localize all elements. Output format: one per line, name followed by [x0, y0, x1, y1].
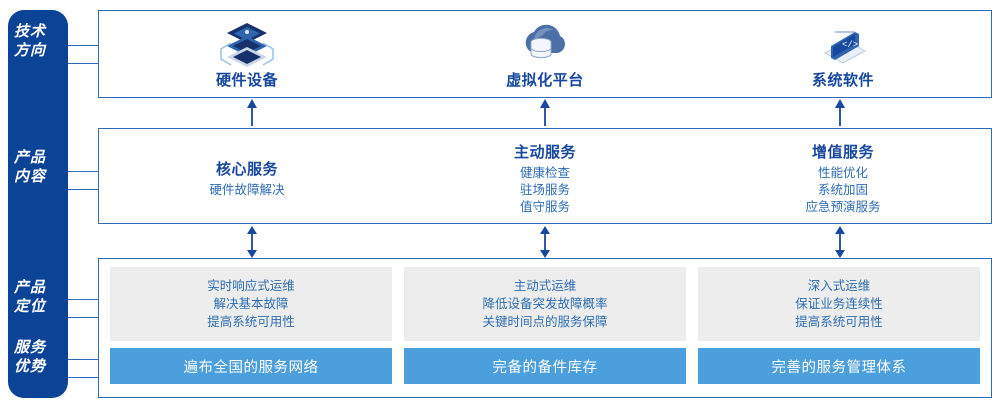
service-title: 核心服务: [215, 160, 278, 178]
positioning-line: 提高系统可用性: [795, 315, 883, 329]
tech-column-label: 虚拟化平台: [506, 72, 584, 89]
bottom-column-2: 主动式运维 降低设备突发故障概率 关键时间点的服务保障 完备的备件库存: [404, 267, 686, 389]
tech-column-system-software[interactable]: </> 系统软件: [694, 10, 992, 98]
double-arrow-icon: [247, 226, 257, 258]
up-arrow-icon: [835, 99, 845, 126]
tech-columns: 硬件设备 虚拟化平台 </> 系统软件: [98, 10, 992, 98]
positioning-card[interactable]: 主动式运维 降低设备突发故障概率 关键时间点的服务保障: [404, 267, 686, 341]
sidebar-item-label-line2: 定位: [13, 298, 46, 315]
server-stack-icon: [220, 23, 274, 67]
positioning-line: 关键时间点的服务保障: [482, 315, 608, 329]
positioning-line: 解决基本故障: [213, 297, 289, 311]
positioning-line: 主动式运维: [513, 279, 577, 293]
advantage-bar[interactable]: 完备的备件库存: [404, 348, 686, 384]
advantage-bar[interactable]: 完善的服务管理体系: [698, 348, 980, 384]
service-title: 主动服务: [513, 143, 576, 161]
positioning-line: 实时响应式运维: [207, 279, 295, 293]
service-column-proactive[interactable]: 主动服务 健康检查 驻场服务 值守服务: [396, 128, 694, 224]
cloud-database-icon: [525, 24, 565, 59]
sidebar-item-product-content[interactable]: 产品 内容: [0, 148, 60, 186]
positioning-line: 提高系统可用性: [207, 315, 295, 329]
service-item: 系统加固: [817, 182, 868, 197]
tech-column-label: 系统软件: [811, 72, 874, 89]
tech-column-virtualization[interactable]: 虚拟化平台: [396, 10, 694, 98]
sidebar-item-label-line1: 技术: [13, 23, 46, 40]
bottom-column-1: 实时响应式运维 解决基本故障 提高系统可用性 遍布全国的服务网络: [110, 267, 392, 389]
service-item: 性能优化: [817, 165, 868, 180]
service-item: 健康检查: [519, 165, 570, 180]
service-columns: 核心服务 硬件故障解决 主动服务 健康检查 驻场服务 值守服务 增值服务 性能优…: [98, 128, 992, 224]
sidebar-item-service-advantage[interactable]: 服务 优势: [0, 338, 60, 376]
sidebar-item-product-positioning[interactable]: 产品 定位: [0, 278, 60, 316]
connector-line: [68, 317, 98, 318]
bottom-columns: 实时响应式运维 解决基本故障 提高系统可用性 遍布全国的服务网络 主动式运维 降…: [98, 258, 992, 398]
connector-line: [68, 377, 98, 378]
positioning-line: 降低设备突发故障概率: [482, 297, 608, 311]
monitor-code-icon: </>: [823, 31, 867, 64]
double-arrow-icon: [835, 226, 845, 258]
product-content-section: [98, 128, 992, 224]
positioning-card[interactable]: 深入式运维 保证业务连续性 提高系统可用性: [698, 267, 980, 341]
tech-column-hardware[interactable]: 硬件设备: [98, 10, 396, 98]
service-column-value-added[interactable]: 增值服务 性能优化 系统加固 应急预演服务: [694, 128, 992, 224]
connector-line: [68, 359, 98, 360]
sidebar-item-tech-direction[interactable]: 技术 方向: [0, 22, 60, 60]
connector-line: [68, 45, 98, 46]
connector-line: [68, 63, 98, 64]
sidebar-rail: [8, 10, 68, 398]
service-title: 增值服务: [811, 143, 874, 161]
connector-line: [68, 171, 98, 172]
tech-column-label: 硬件设备: [215, 72, 278, 89]
positioning-card[interactable]: 实时响应式运维 解决基本故障 提高系统可用性: [110, 267, 392, 341]
sidebar-item-label-line2: 内容: [13, 168, 46, 185]
connector-line: [68, 299, 98, 300]
sidebar-item-label-line1: 产品: [13, 149, 46, 166]
connector-line: [68, 189, 98, 190]
service-item: 硬件故障解决: [209, 182, 285, 197]
sidebar-item-label-line2: 方向: [13, 42, 46, 59]
sidebar-item-label-line1: 服务: [13, 339, 46, 356]
service-item: 驻场服务: [519, 182, 570, 197]
double-arrow-icon: [540, 226, 550, 258]
up-arrow-icon: [540, 99, 550, 126]
advantage-bar[interactable]: 遍布全国的服务网络: [110, 348, 392, 384]
sidebar-item-label-line1: 产品: [13, 279, 46, 296]
positioning-line: 保证业务连续性: [795, 297, 883, 311]
bottom-column-3: 深入式运维 保证业务连续性 提高系统可用性 完善的服务管理体系: [698, 267, 980, 389]
service-column-core[interactable]: 核心服务 硬件故障解决: [98, 128, 396, 224]
service-item: 应急预演服务: [805, 199, 881, 214]
service-item: 值守服务: [519, 199, 570, 214]
up-arrow-icon: [247, 99, 257, 126]
positioning-line: 深入式运维: [807, 279, 871, 293]
svg-text:</>: </>: [842, 40, 858, 50]
sidebar-item-label-line2: 优势: [13, 358, 46, 375]
